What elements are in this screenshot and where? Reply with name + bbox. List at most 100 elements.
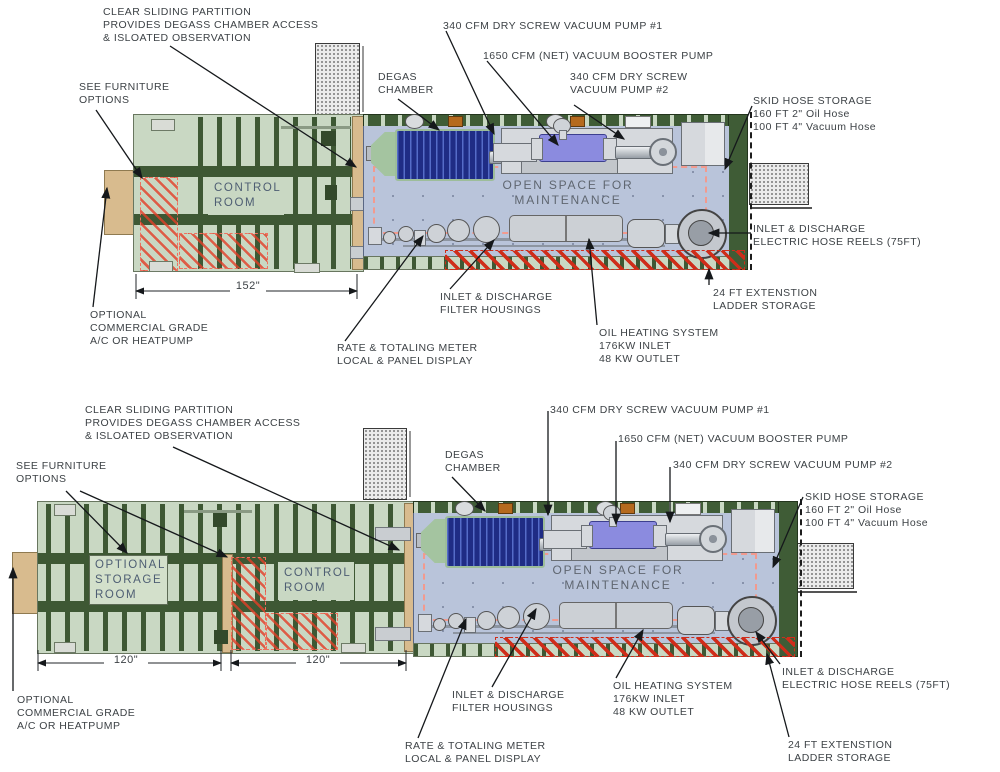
equipment-box — [321, 131, 336, 146]
label-backing — [278, 562, 354, 600]
plan-top: CONTROL ROOM — [79, 6, 922, 367]
valve — [398, 226, 414, 242]
filter-housing — [477, 611, 496, 630]
control-room-label: CONTROL ROOM — [214, 182, 282, 209]
storage-room-label: OPTIONAL STORAGE ROOM — [95, 559, 166, 601]
coupling-bar — [375, 627, 411, 641]
furniture-zone — [266, 613, 338, 650]
ac-heatpump-unit — [104, 170, 136, 235]
vacuum-booster-pump — [539, 134, 607, 162]
hose-storage-band — [728, 114, 748, 270]
inlet-stem — [559, 130, 567, 140]
inlet-stem — [609, 517, 617, 527]
pump-flange — [699, 525, 727, 553]
transfer-pump — [677, 606, 715, 635]
note-rate-meter: RATE & TOTALING METER LOCAL & PANEL DISP… — [337, 342, 478, 367]
valve-block — [414, 230, 426, 246]
dimension-120-left: 120" — [113, 654, 139, 666]
dimension-120-right: 120" — [305, 654, 331, 666]
vent-fitting — [151, 119, 175, 131]
note-hose-reels: INLET & DISCHARGE ELECTRIC HOSE REELS (7… — [782, 666, 951, 691]
note-pump2: 340 CFM DRY SCREW VACUUM PUMP #2 — [570, 71, 688, 96]
filter-housing — [447, 219, 470, 242]
vacuum-pump-skid: OPEN SPACE FOR MAINTENANCE — [363, 112, 752, 270]
note-hose-reels: INLET & DISCHARGE ELECTRIC HOSE REELS (7… — [753, 223, 922, 248]
note-skid-hose-storage: SKID HOSE STORAGE 160 FT 2" Oil Hose 100… — [753, 95, 877, 133]
degas-chamber-body — [395, 129, 495, 181]
note-oil-heating: OIL HEATING SYSTEM 176KW INLET 48 KW OUT… — [599, 327, 719, 365]
filter-housing — [427, 224, 446, 243]
coupling-bar — [375, 527, 411, 541]
note-pump2: 340 CFM DRY SCREW VACUUM PUMP #2 — [673, 459, 893, 471]
note-degas-chamber: DEGAS CHAMBER — [378, 71, 434, 96]
note-furniture: SEE FURNITURE OPTIONS — [16, 460, 107, 485]
furniture-zone — [231, 557, 266, 650]
mount-block — [620, 503, 635, 514]
exhaust-stack — [455, 501, 474, 516]
mount-block — [498, 503, 513, 514]
ac-heatpump-unit — [12, 552, 40, 614]
equipment-box — [213, 511, 227, 527]
oil-heater-tank — [509, 215, 623, 242]
note-ladder-storage: 24 FT EXTENSTION LADDER STORAGE — [713, 287, 818, 312]
vent-fitting — [54, 504, 76, 516]
storage-room-box — [89, 555, 168, 605]
exhaust-stack — [405, 114, 424, 129]
degas-chamber-body — [445, 516, 545, 568]
control-cabinet — [681, 122, 725, 166]
vent-fitting — [149, 261, 173, 272]
control-room-trailer: OPTIONAL STORAGE ROOM CONTROL ROOM — [37, 501, 415, 654]
valve — [383, 231, 396, 244]
pump-flange — [649, 138, 677, 166]
panel-box — [675, 503, 701, 515]
reel-hub — [738, 607, 764, 633]
step-plate — [341, 643, 366, 653]
note-booster: 1650 CFM (NET) VACUUM BOOSTER PUMP — [483, 50, 714, 62]
note-sliding-partition: CLEAR SLIDING PARTITION PROVIDES DEGASS … — [103, 6, 319, 44]
note-filter-housings: INLET & DISCHARGE FILTER HOUSINGS — [440, 291, 553, 316]
oil-pipe — [403, 245, 665, 247]
step-plate — [294, 263, 320, 273]
door-track — [281, 126, 351, 129]
open-space-label: OPEN SPACE FOR MAINTENANCE — [552, 563, 684, 592]
note-rate-meter: RATE & TOTALING METER LOCAL & PANEL DISP… — [405, 740, 546, 765]
note-degas-chamber: DEGAS CHAMBER — [445, 449, 501, 474]
control-room-label: CONTROL ROOM — [284, 567, 352, 594]
door-track — [184, 510, 252, 513]
ladder-storage-hatch — [445, 250, 745, 270]
plan-bottom: OPTIONAL STORAGE ROOM CONTROL ROOM — [0, 386, 1000, 772]
filter-housing — [473, 216, 500, 243]
oil-heater-tank — [559, 602, 673, 629]
furniture-zone — [140, 177, 178, 271]
mesh-cage-icon — [749, 163, 812, 209]
skid-edge-dashed — [750, 112, 752, 270]
frame-beam — [134, 214, 363, 225]
panel-box — [625, 116, 651, 128]
equipment-box — [214, 630, 228, 644]
filter-housing — [523, 603, 550, 630]
note-pump1: 340 CFM DRY SCREW VACUUM PUMP #1 — [550, 404, 770, 416]
vent-fitting — [54, 642, 76, 653]
vacuum-booster-pump — [589, 521, 657, 549]
booster-coupling — [531, 138, 543, 160]
control-room-trailer: CONTROL ROOM — [133, 114, 365, 273]
note-oil-heating: OIL HEATING SYSTEM 176KW INLET 48 KW OUT… — [613, 680, 733, 718]
note-booster: 1650 CFM (NET) VACUUM BOOSTER PUMP — [618, 433, 849, 445]
dimension-152: 152" — [235, 280, 261, 292]
equipment-box — [325, 185, 337, 200]
frame-beam — [134, 166, 363, 177]
mesh-cage-icon — [797, 543, 857, 593]
booster-coupling — [581, 525, 593, 547]
label-backing — [208, 177, 284, 215]
note-ac-heatpump: OPTIONAL COMMERCIAL GRADE A/C OR HEATPUM… — [90, 309, 209, 347]
skid-edge-dashed — [800, 499, 802, 657]
note-furniture: SEE FURNITURE OPTIONS — [79, 81, 170, 106]
note-pump1: 340 CFM DRY SCREW VACUUM PUMP #1 — [443, 20, 663, 32]
note-sliding-partition: CLEAR SLIDING PARTITION PROVIDES DEGASS … — [85, 404, 301, 442]
filter-housing — [497, 606, 520, 629]
valve-block — [418, 614, 432, 632]
note-filter-housings: INLET & DISCHARGE FILTER HOUSINGS — [452, 689, 565, 714]
vacuum-pump-skid: OPEN SPACE FOR MAINTENANCE — [413, 499, 802, 657]
transfer-pump — [627, 219, 665, 248]
